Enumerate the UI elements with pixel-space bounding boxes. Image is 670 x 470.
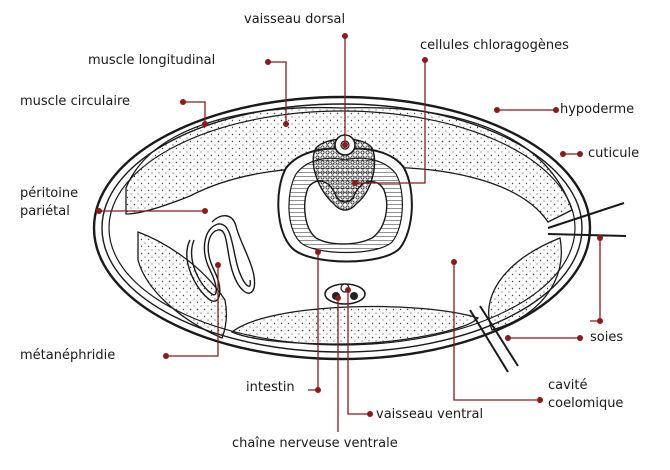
chloragogen-cells: [312, 138, 376, 211]
leader-metanephridie: [166, 265, 219, 357]
leader-dots: [96, 33, 603, 417]
ventral-muscle-band: [230, 305, 480, 345]
metanephridium: [186, 215, 256, 302]
label-metanephridie: métanéphridie: [20, 348, 116, 363]
label-hypoderme: hypoderme: [560, 102, 635, 117]
label-cavite-line1: cavité: [548, 378, 588, 393]
lower-left-muscle: [137, 231, 228, 339]
setae: [469, 202, 627, 373]
leader-soies: [590, 238, 601, 322]
leader-muscle-longitudinal: [268, 61, 287, 124]
label-soies: soies: [590, 330, 624, 345]
leader-cellules-chloragogenes: [355, 60, 426, 184]
leader-lines: [99, 36, 601, 432]
ventral-nerve-cord: [324, 283, 366, 305]
label-muscle-circulaire: muscle circulaire: [20, 94, 131, 109]
label-cuticule: cuticule: [588, 146, 640, 161]
label-intestin: intestin: [246, 380, 295, 395]
hypodermis-outline: [101, 103, 583, 353]
label-peritoine-line2: pariétal: [20, 204, 70, 219]
label-cellules-chloragogenes: cellules chloragogènes: [420, 38, 569, 53]
label-peritoine-line1: péritoine: [20, 186, 79, 201]
label-chaine-nerveuse-ventrale: chaîne nerveuse ventrale: [232, 436, 398, 451]
leader-muscle-circulaire: [183, 101, 206, 124]
label-vaisseau-dorsal: vaisseau dorsal: [244, 12, 346, 27]
label-cavite-line2: coelomique: [548, 396, 624, 411]
intestine: [277, 138, 413, 263]
leader-cavite: [453, 262, 540, 401]
label-vaisseau-ventral: vaisseau ventral: [376, 407, 484, 422]
label-muscle-longitudinal: muscle longitudinal: [88, 53, 216, 68]
leader-vaisseau-ventral: [347, 290, 370, 415]
lower-right-muscle: [488, 237, 562, 331]
